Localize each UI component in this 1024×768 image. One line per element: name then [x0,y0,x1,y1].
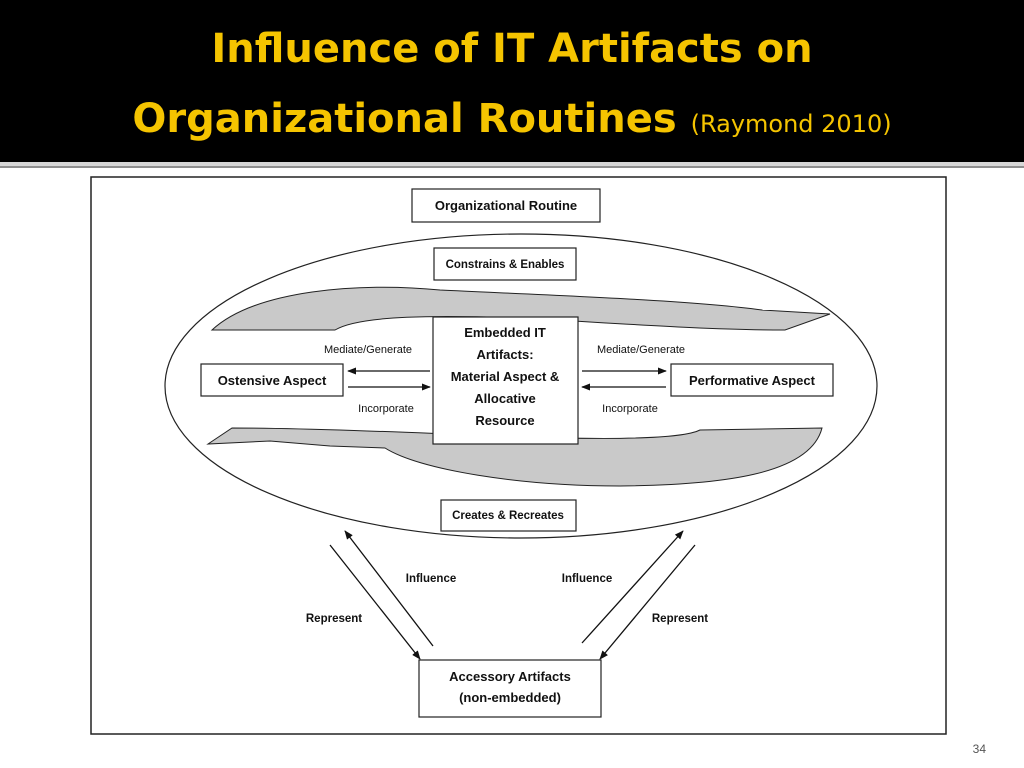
slide-title-citation: (Raymond 2010) [690,110,892,138]
constrains-enables-box [433,247,577,281]
creates-recreates-box [440,499,577,532]
right-influence-arrow [581,530,684,644]
right-represent-arrow [599,544,696,660]
performative-aspect-box [670,363,834,397]
title-bar: Influence of IT Artifacts on Organizatio… [0,0,1024,162]
embedded-it-line: Allocative [474,391,535,406]
left-incorporate-label: Incorporate [358,403,414,415]
ostensive-aspect-label: Ostensive Aspect [218,373,327,388]
embedded-it-line: Material Aspect & [451,369,560,384]
right-influence-label: Influence [562,573,612,585]
left-mediate-label: Mediate/Generate [324,344,412,356]
constrains-enables-label: Constrains & Enables [446,259,565,271]
left-influence-label: Influence [406,573,456,585]
slide-content: Organizational Routine Constrains & Enab… [0,168,1024,768]
accessory-artifacts-line1: Accessory Artifacts [449,669,571,684]
slide-title-line1: Influence of IT Artifacts on [211,26,813,72]
embedded-it-box [432,316,579,445]
left-influence-arrow [344,530,434,647]
right-incorporate-label: Incorporate [602,403,658,415]
slide-title-line2: Organizational Routines (Raymond 2010) [0,96,1024,142]
embedded-it-line: Artifacts: [476,347,533,362]
routine-ellipse [164,233,878,539]
accessory-artifacts-box [418,659,602,718]
embedded-it-line: Resource [475,413,534,428]
ostensive-aspect-box [200,363,344,397]
accessory-artifacts-line2: (non-embedded) [459,690,561,705]
left-represent-label: Represent [306,613,362,625]
title-divider [0,162,1024,166]
routine-diagram: Organizational Routine Constrains & Enab… [90,176,947,735]
creates-recreates-label: Creates & Recreates [452,510,564,522]
right-represent-label: Represent [652,613,708,625]
embedded-it-line: Embedded IT [464,325,546,340]
title-divider-shadow [0,166,1024,168]
page-number: 34 [972,742,986,756]
organizational-routine-label: Organizational Routine [435,198,577,213]
left-represent-arrow [329,544,421,660]
organizational-routine-box [411,188,601,223]
performative-aspect-label: Performative Aspect [689,373,816,388]
slide-title-main: Organizational Routines [132,96,677,142]
right-mediate-label: Mediate/Generate [597,344,685,356]
